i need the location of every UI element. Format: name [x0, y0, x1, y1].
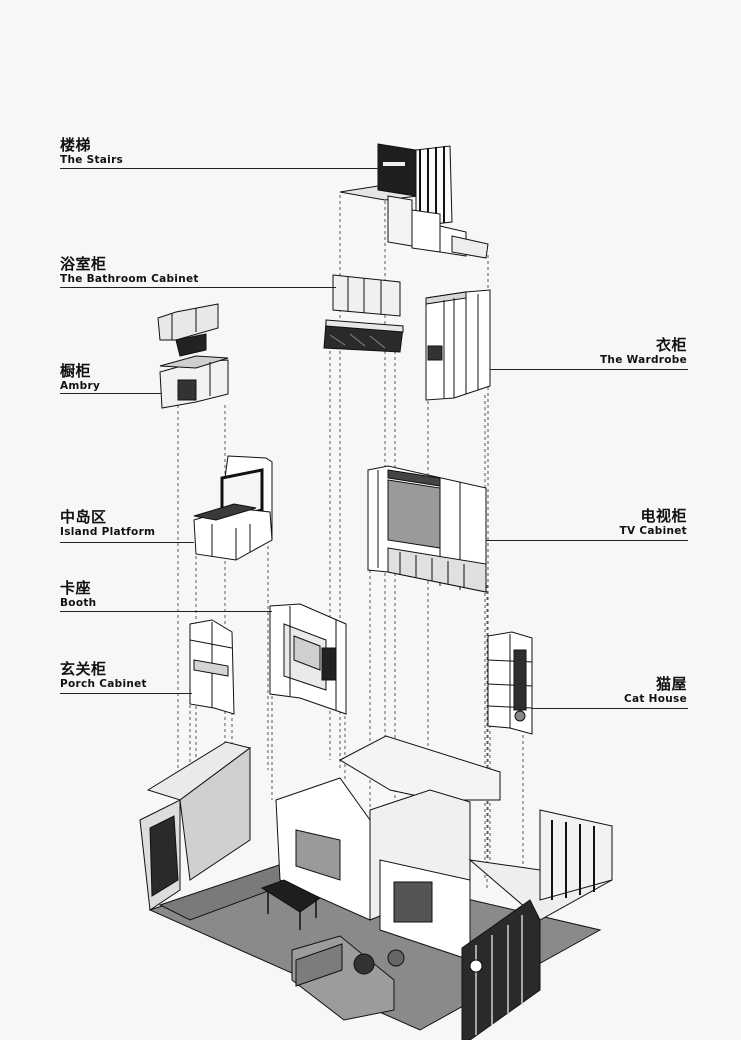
booth-leader-line	[60, 611, 272, 612]
cat-house-leader-line	[532, 708, 688, 709]
booth-label-en: Booth	[60, 597, 97, 609]
bathroom-cabinet-leader-line	[60, 287, 336, 288]
stairs-label-zh: 楼梯	[60, 136, 92, 154]
ambry-label-zh: 橱柜	[60, 362, 92, 380]
bathroom-cabinet-label: 浴室柜 The Bathroom Cabinet	[60, 257, 199, 285]
wardrobe-label-zh: 衣柜	[655, 336, 687, 354]
stairs-leader-line	[60, 168, 380, 169]
cat-house-label-zh: 猫屋	[655, 675, 687, 693]
cat-house-label: 猫屋 Cat House	[624, 677, 687, 705]
ambry-label: 橱柜 Ambry	[60, 364, 100, 392]
bathroom-cabinet-model	[323, 274, 404, 353]
booth-label-zh: 卡座	[60, 579, 92, 597]
tv-cabinet-label-zh: 电视柜	[640, 507, 687, 525]
cat-house-model	[487, 631, 533, 735]
porch-cabinet-label-zh: 玄关柜	[60, 660, 107, 678]
wardrobe-model	[425, 289, 491, 401]
porch-cabinet-label-en: Porch Cabinet	[60, 678, 147, 690]
stairs-label-en: The Stairs	[60, 154, 124, 166]
tv-cabinet-model	[367, 465, 487, 593]
porch-cabinet-leader-line	[60, 693, 192, 694]
ambry-model	[157, 303, 229, 409]
floor-plan-model	[139, 735, 613, 1040]
island-platform-label-zh: 中岛区	[60, 508, 107, 526]
island-platform-leader-line	[60, 542, 194, 543]
cat-house-label-en: Cat House	[623, 693, 687, 705]
tv-cabinet-label-en: TV Cabinet	[619, 525, 687, 537]
island-platform-model	[193, 455, 273, 561]
tv-cabinet-label: 电视柜 TV Cabinet	[620, 509, 687, 537]
island-platform-label: 中岛区 Island Platform	[60, 510, 155, 538]
island-platform-label-en: Island Platform	[60, 526, 156, 538]
porch-cabinet-model	[189, 619, 235, 715]
wardrobe-leader-line	[490, 369, 688, 370]
stairs-model	[339, 143, 489, 259]
wardrobe-label: 衣柜 The Wardrobe	[600, 338, 687, 366]
ambry-leader-line	[60, 393, 162, 394]
bathroom-cabinet-label-en: The Bathroom Cabinet	[60, 273, 199, 285]
tv-cabinet-leader-line	[486, 540, 688, 541]
porch-cabinet-label: 玄关柜 Porch Cabinet	[60, 662, 147, 690]
booth-model	[269, 603, 347, 715]
booth-label: 卡座 Booth	[60, 581, 96, 609]
wardrobe-label-en: The Wardrobe	[599, 354, 687, 366]
ambry-label-en: Ambry	[60, 380, 101, 392]
bathroom-cabinet-label-zh: 浴室柜	[60, 255, 107, 273]
stairs-label: 楼梯 The Stairs	[60, 138, 123, 166]
